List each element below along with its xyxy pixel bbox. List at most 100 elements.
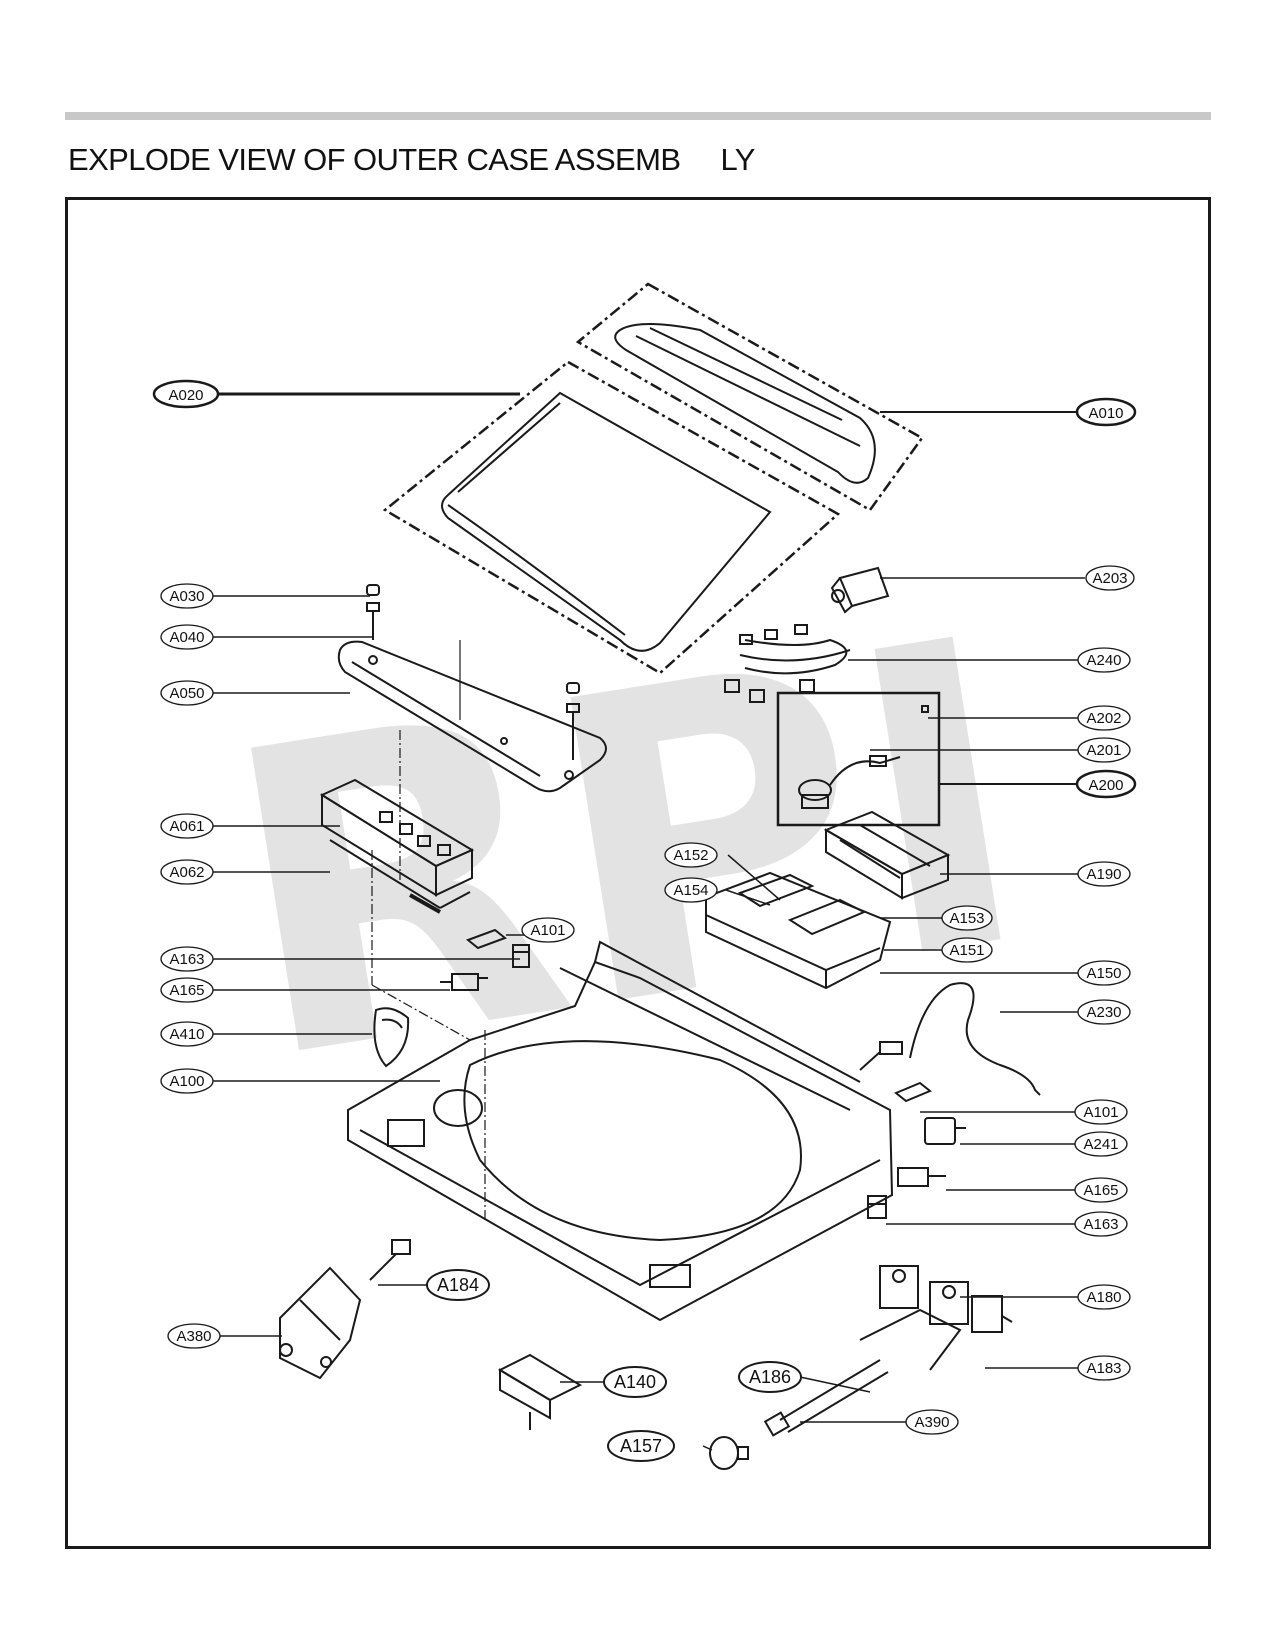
callout-A241: A241	[1074, 1131, 1128, 1157]
callout-A152: A152	[664, 842, 718, 868]
svg-text:A180: A180	[1086, 1289, 1121, 1306]
callout-A101-right: A101	[1074, 1099, 1128, 1125]
part-dispenser-drawer	[705, 871, 892, 990]
part-drain-hose-holder	[279, 1266, 362, 1380]
svg-text:A100: A100	[169, 1073, 204, 1090]
part-inlet-valve	[859, 1265, 1013, 1371]
diagram-frame	[65, 197, 1211, 1549]
part-top-cover-body	[347, 940, 894, 1322]
part-drain-connector	[369, 1239, 411, 1281]
svg-text:A201: A201	[1086, 742, 1121, 759]
callout-A240: A240	[1077, 647, 1131, 673]
part-hinge-bracket	[830, 566, 890, 614]
svg-text:A163: A163	[169, 951, 204, 968]
header-rule	[65, 112, 1211, 120]
callout-A390: A390	[905, 1409, 959, 1435]
svg-text:A050: A050	[169, 685, 204, 702]
svg-text:A410: A410	[169, 1026, 204, 1043]
svg-text:A157: A157	[620, 1436, 662, 1456]
callout-A020: A020	[152, 379, 220, 409]
part-screw-right	[566, 682, 580, 760]
svg-text:A040: A040	[169, 629, 204, 646]
part-power-cord	[859, 982, 1041, 1096]
part-pressure-switch-box	[776, 691, 941, 827]
callout-A203: A203	[1085, 565, 1135, 591]
svg-text:A163: A163	[1083, 1216, 1118, 1233]
callout-A200: A200	[1075, 769, 1137, 799]
svg-text:A184: A184	[437, 1275, 479, 1295]
svg-text:A165: A165	[1083, 1182, 1118, 1199]
callout-A040: A040	[160, 624, 214, 650]
watermark-text: RPI	[200, 549, 1054, 1155]
svg-text:A140: A140	[614, 1372, 656, 1392]
callout-A151: A151	[941, 937, 993, 963]
svg-text:A101: A101	[530, 922, 565, 939]
callout-A201: A201	[1077, 737, 1131, 763]
callout-A010: A010	[1075, 397, 1137, 427]
part-screw-left	[366, 584, 380, 640]
part-lid-switch-right	[897, 1167, 946, 1187]
callout-A184: A184	[426, 1269, 490, 1301]
callout-A062: A062	[160, 859, 214, 885]
part-bracket-right	[894, 1081, 932, 1103]
part-lid-glass	[382, 360, 841, 675]
callout-A230: A230	[1077, 999, 1131, 1025]
svg-text:A183: A183	[1086, 1360, 1121, 1377]
svg-text:A230: A230	[1086, 1004, 1121, 1021]
part-lid-handle-panel	[575, 282, 924, 512]
callout-A165-left: A165	[160, 977, 214, 1003]
svg-text:A152: A152	[673, 847, 708, 864]
svg-text:A380: A380	[176, 1328, 211, 1345]
callout-A183: A183	[1077, 1355, 1131, 1381]
callout-A190: A190	[1077, 861, 1131, 887]
svg-text:A101: A101	[1083, 1104, 1118, 1121]
part-bracket-left	[465, 928, 508, 950]
callout-A163-left: A163	[160, 946, 214, 972]
callout-A030: A030	[160, 583, 214, 609]
callout-A050: A050	[160, 680, 214, 706]
svg-text:A020: A020	[168, 387, 203, 404]
callout-A153: A153	[941, 905, 993, 931]
svg-text:A390: A390	[914, 1414, 949, 1431]
callout-A165-right: A165	[1074, 1177, 1128, 1203]
part-filter-cap	[709, 1436, 749, 1470]
svg-text:A165: A165	[169, 982, 204, 999]
part-gasket	[373, 1007, 410, 1068]
part-lid-lock	[497, 1353, 583, 1430]
svg-text:A203: A203	[1092, 570, 1127, 587]
part-control-panel-cover	[337, 640, 607, 793]
svg-text:A062: A062	[169, 864, 204, 881]
watermark: RPI	[200, 549, 1054, 1155]
svg-text:A190: A190	[1086, 866, 1121, 883]
callout-A380: A380	[167, 1323, 221, 1349]
callout-A154: A154	[664, 877, 718, 903]
callout-A100: A100	[160, 1068, 214, 1094]
part-connector-left	[512, 944, 530, 968]
svg-text:A150: A150	[1086, 965, 1121, 982]
svg-text:A061: A061	[169, 818, 204, 835]
assembly-guide-lines	[371, 730, 486, 1220]
callout-A163-right: A163	[1074, 1211, 1128, 1237]
svg-text:A154: A154	[673, 882, 708, 899]
svg-text:A153: A153	[949, 910, 984, 927]
svg-text:A151: A151	[949, 942, 984, 959]
callout-A186: A186	[738, 1361, 802, 1393]
callout-A101-left: A101	[521, 917, 575, 943]
part-dispenser-housing	[823, 810, 951, 900]
svg-text:A186: A186	[749, 1367, 791, 1387]
part-connector-right	[867, 1195, 887, 1219]
svg-text:A240: A240	[1086, 652, 1121, 669]
callout-A157: A157	[607, 1430, 675, 1462]
callout-A061: A061	[160, 813, 214, 839]
part-lid-switch-left	[440, 973, 488, 991]
callout-A150: A150	[1077, 960, 1131, 986]
part-pcb-assembly	[319, 778, 475, 914]
callout-A410: A410	[160, 1021, 214, 1047]
svg-text:A241: A241	[1083, 1136, 1118, 1153]
leader-lines	[212, 392, 1085, 1451]
svg-text:A200: A200	[1088, 777, 1123, 794]
callout-A180: A180	[1077, 1284, 1131, 1310]
callout-A140: A140	[603, 1366, 667, 1398]
callout-A202: A202	[1077, 705, 1131, 731]
